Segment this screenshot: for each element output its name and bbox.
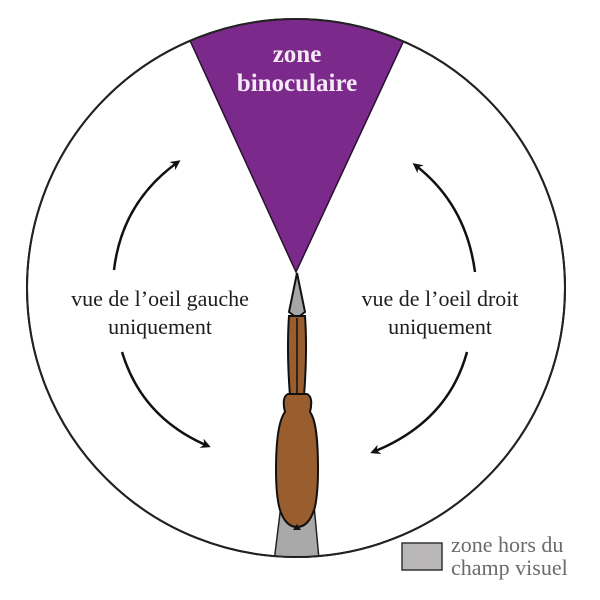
left-eye-label-line2: uniquement [108, 314, 212, 339]
legend-label-line1: zone hors du [451, 532, 563, 557]
tail-shape [293, 524, 301, 530]
right-eye-label-line1: vue de l’oeil droit [361, 286, 518, 311]
right-lower-arrow [370, 351, 469, 455]
bird-icon [274, 272, 320, 530]
legend-swatch [401, 542, 443, 571]
left-eye-label-line1: vue de l’oeil gauche [71, 286, 249, 311]
left-lower-arrow [120, 351, 211, 448]
right-upper-arrow [412, 163, 477, 273]
binocular-zone-wedge [174, 19, 420, 274]
right-eye-label-line2: uniquement [388, 314, 492, 339]
legend-label-line2: champ visuel [451, 555, 568, 580]
left-upper-arrow [112, 160, 181, 271]
binocular-zone-label-line1: zone [273, 41, 322, 68]
binocular-zone-label-line2: binoculaire [237, 70, 357, 97]
